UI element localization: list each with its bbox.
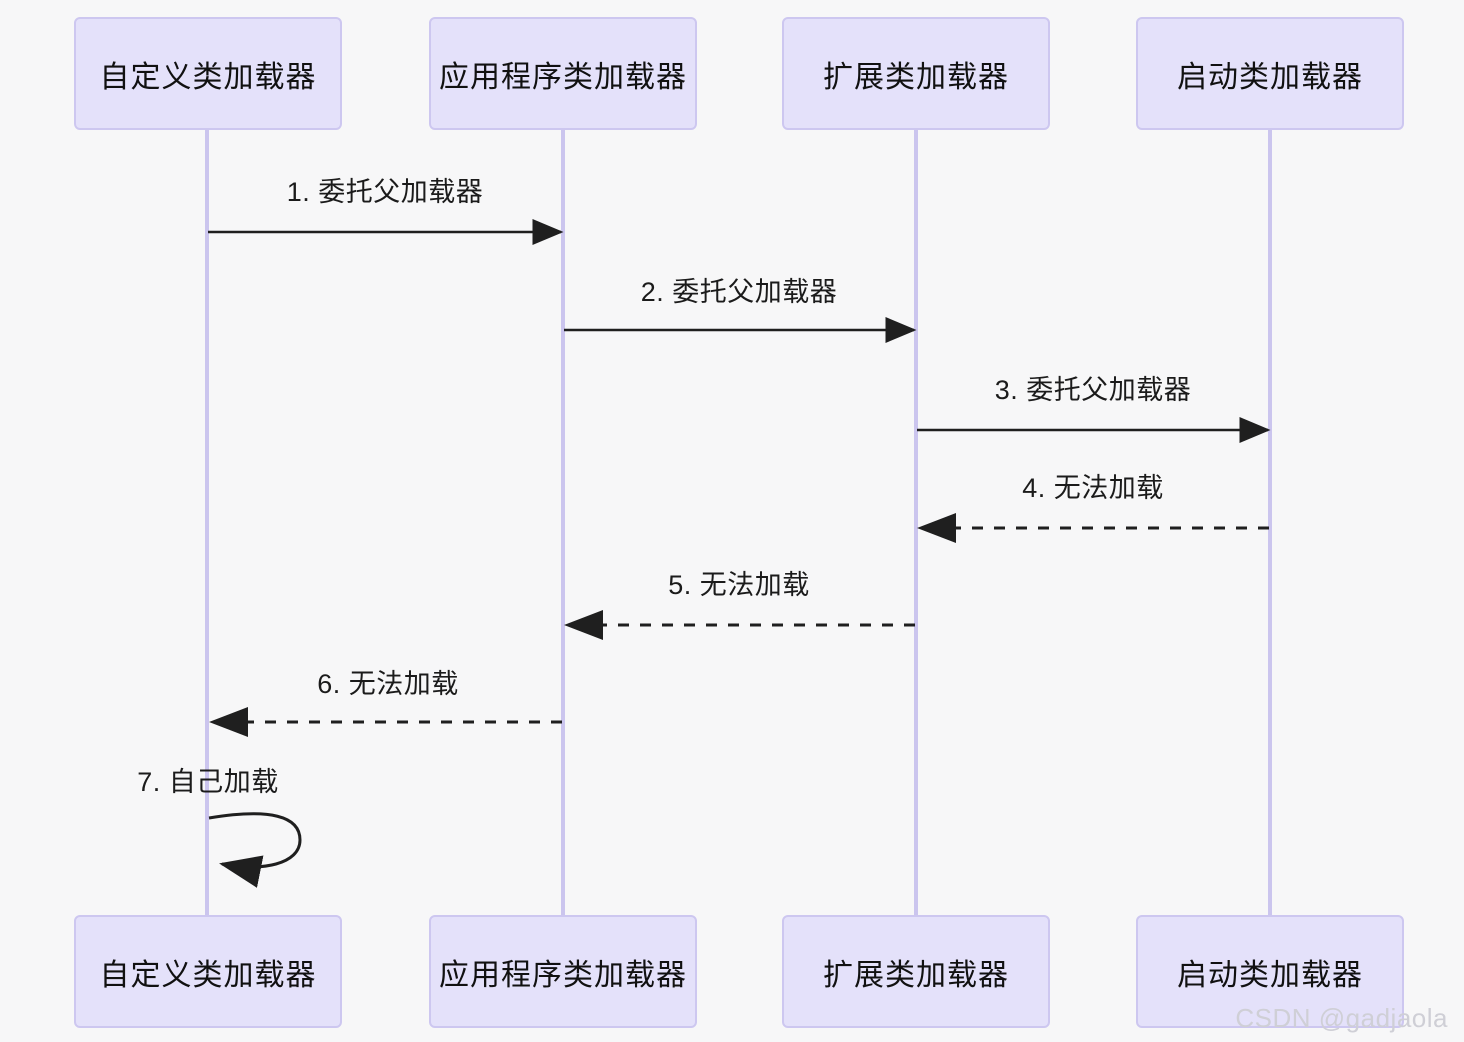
- message-label-6: 6. 无法加载: [317, 669, 459, 699]
- message-label-3: 3. 委托父加载器: [994, 375, 1192, 405]
- message-arrows: [208, 219, 1271, 888]
- message-label-7: 7. 自己加载: [137, 767, 279, 797]
- message-arrow-7-self-loop: [208, 812, 302, 888]
- actor-label-boot-bottom: 启动类加载器: [1177, 958, 1363, 992]
- message-label-1: 1. 委托父加载器: [286, 177, 484, 207]
- actor-label-app-top: 应用程序类加载器: [439, 60, 687, 94]
- actor-label-app-bottom: 应用程序类加载器: [439, 958, 687, 992]
- actor-label-ext-top: 扩展类加载器: [823, 60, 1009, 94]
- message-label-5: 5. 无法加载: [668, 570, 810, 600]
- actor-label-ext-bottom: 扩展类加载器: [823, 958, 1009, 992]
- lifelines: [205, 130, 1272, 915]
- actor-label-custom-top: 自定义类加载器: [99, 60, 317, 94]
- actor-box-custom-bottom[interactable]: 自定义类加载器: [74, 915, 342, 1028]
- actor-box-app-top[interactable]: 应用程序类加载器: [429, 17, 697, 130]
- message-label-4: 4. 无法加载: [1022, 473, 1164, 503]
- actor-label-custom-bottom: 自定义类加载器: [99, 958, 317, 992]
- actor-box-app-bottom[interactable]: 应用程序类加载器: [429, 915, 697, 1028]
- actor-box-boot-bottom[interactable]: 启动类加载器: [1136, 915, 1404, 1028]
- actor-label-boot-top: 启动类加载器: [1177, 60, 1363, 94]
- actor-box-ext-top[interactable]: 扩展类加载器: [782, 17, 1050, 130]
- watermark: CSDN @gadjaola: [1235, 1003, 1448, 1033]
- message-label-2: 2. 委托父加载器: [640, 277, 838, 307]
- actor-box-custom-top[interactable]: 自定义类加载器: [74, 17, 342, 130]
- actor-box-ext-bottom[interactable]: 扩展类加载器: [782, 915, 1050, 1028]
- actor-box-boot-top[interactable]: 启动类加载器: [1136, 17, 1404, 130]
